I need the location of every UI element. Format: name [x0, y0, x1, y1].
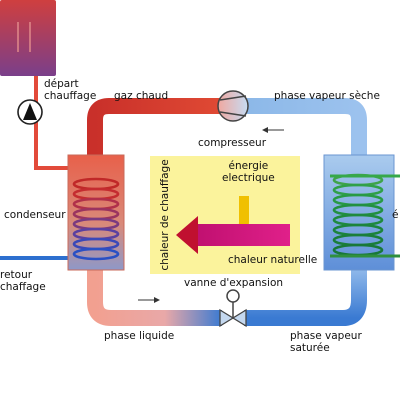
- condenseur-label: condenseur: [4, 209, 66, 221]
- hot-gas-pipe: [87, 98, 222, 172]
- evaporateur-partial-label: é: [392, 209, 399, 221]
- condenser-coil: [72, 177, 120, 261]
- dry-vapour-pipe: [244, 98, 367, 160]
- radiator: [0, 0, 56, 76]
- chaleur-naturelle-label: chaleur naturelle: [228, 254, 318, 266]
- circulation-pump-icon: [17, 99, 43, 125]
- phase-vapeur-saturee-label: phase vapeur saturée: [290, 330, 362, 354]
- heating-heat-arrowhead: [176, 216, 198, 254]
- vanne-expansion-label: vanne d'expansion: [184, 277, 284, 289]
- chaleur-de-chauffage-label: chaleur de chauffage: [159, 159, 171, 271]
- compressor-icon: [217, 90, 249, 122]
- flow-arrow-icon: [262, 127, 284, 133]
- expansion-valve-icon: [219, 289, 247, 328]
- liquid-pipe: [87, 260, 222, 326]
- depart-chauffage-label: départ chauffage: [44, 78, 97, 102]
- saturated-vapour-pipe: [244, 262, 367, 326]
- gaz-chaud-label: gaz chaud: [114, 90, 169, 102]
- natural-heat-arrow: [196, 224, 290, 246]
- energie-electrique-label: énergie electrique: [222, 160, 275, 184]
- flow-arrow-icon: [138, 297, 160, 303]
- phase-liquide-label: phase liquide: [104, 330, 175, 342]
- phase-vapeur-seche-label: phase vapeur sèche: [274, 90, 380, 102]
- compresseur-label: compresseur: [198, 137, 267, 149]
- heat-transfer-panel: [150, 156, 300, 274]
- retour-chauffage-label: retour chaffage: [0, 269, 46, 293]
